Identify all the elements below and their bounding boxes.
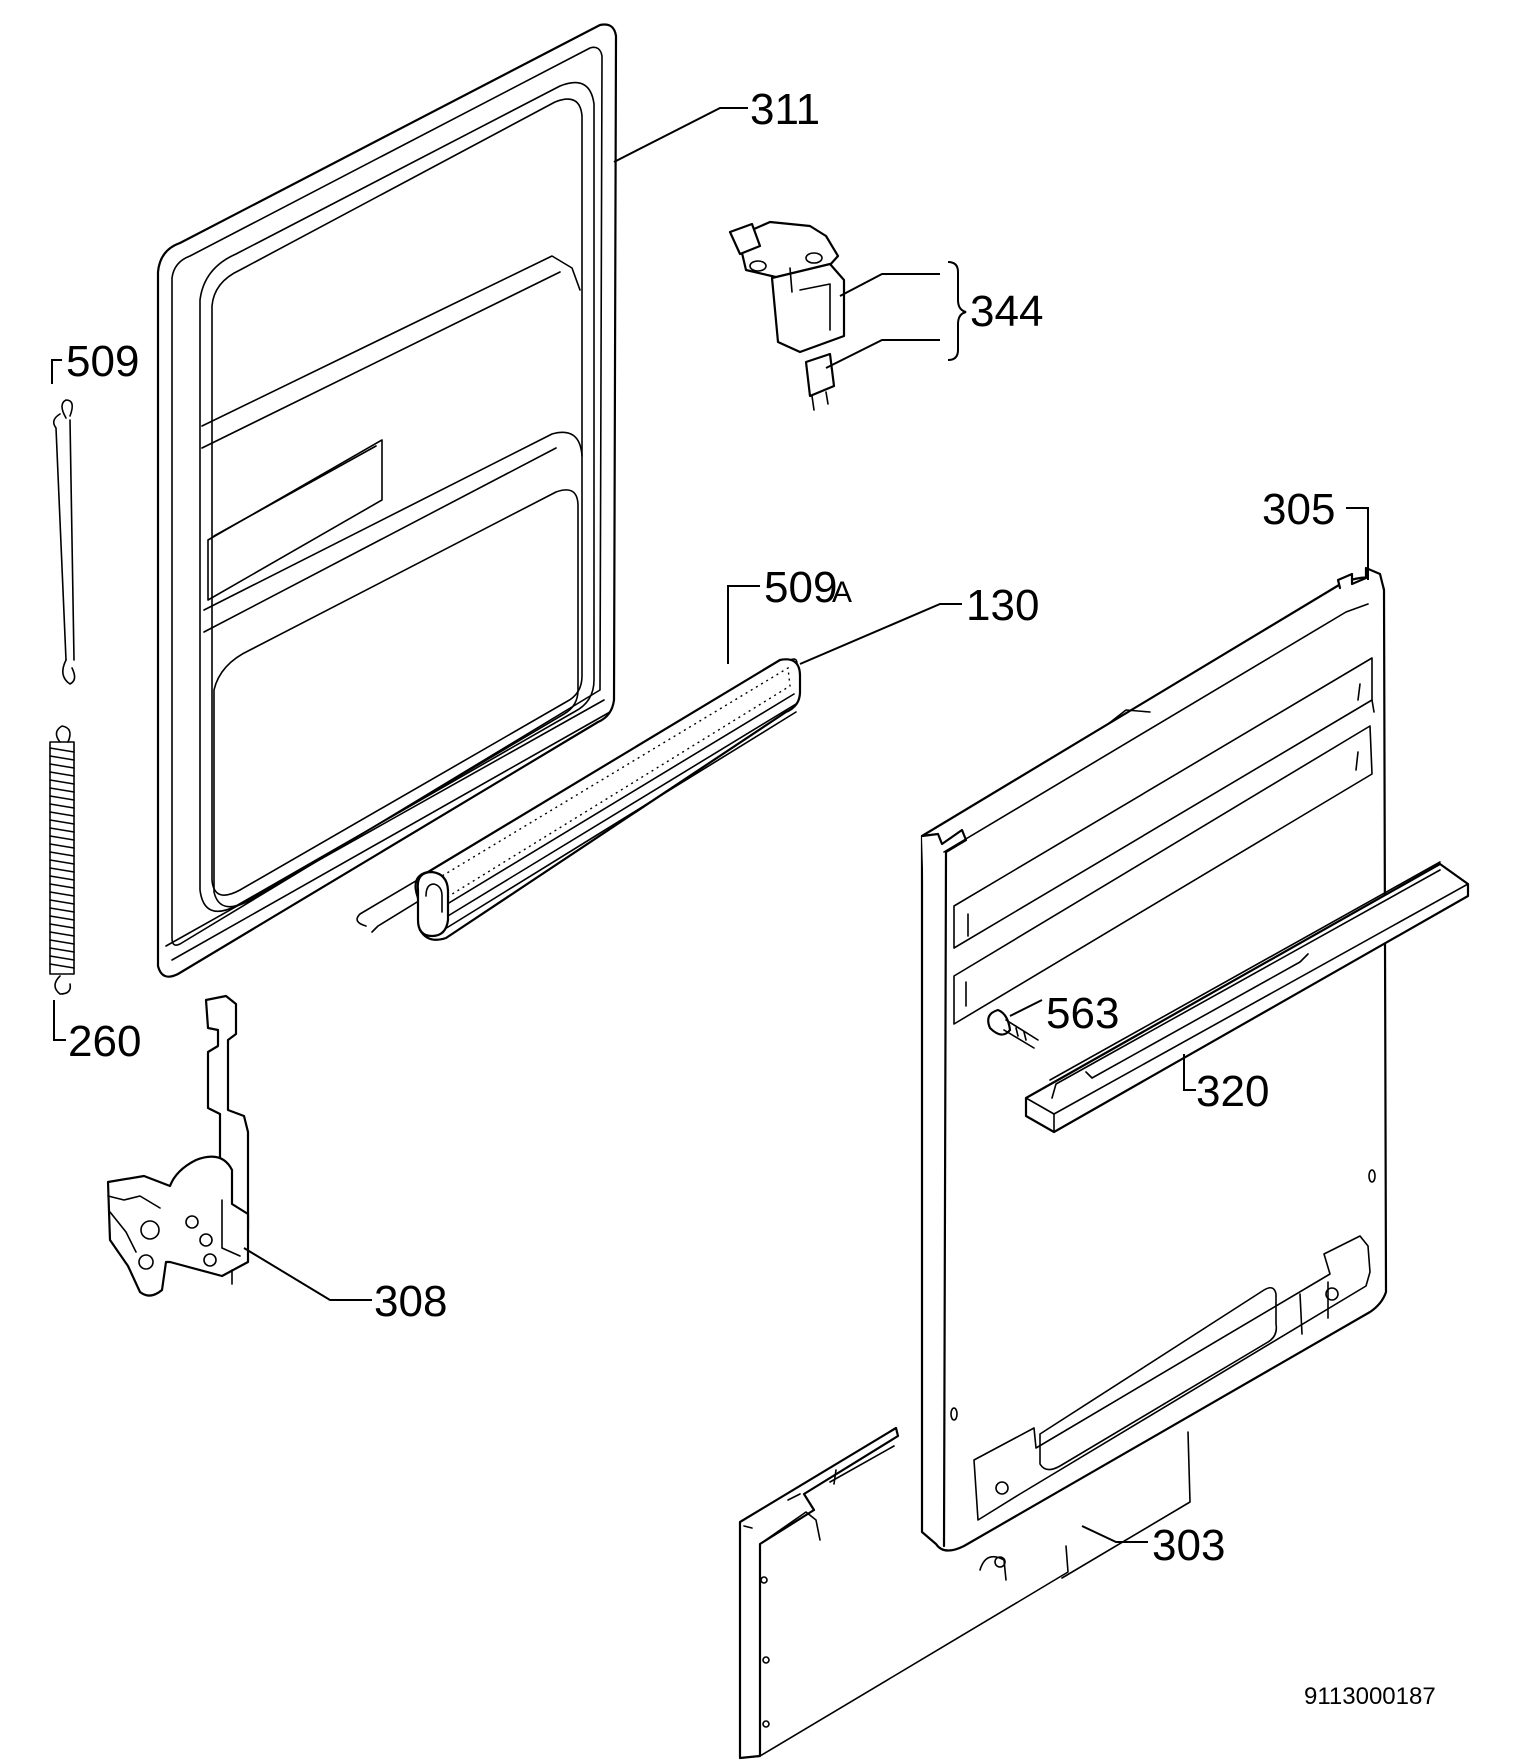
- label-311: 311: [613, 85, 820, 163]
- label-303: 303: [1081, 1521, 1225, 1570]
- svg-text:A: A: [832, 576, 852, 609]
- svg-text:344: 344: [970, 287, 1043, 336]
- document-id: 9113000187: [1304, 1683, 1436, 1710]
- svg-text:311: 311: [750, 85, 820, 134]
- screw-563: [987, 1008, 1039, 1049]
- svg-text:320: 320: [1196, 1067, 1269, 1116]
- svg-text:130: 130: [966, 581, 1039, 630]
- svg-text:303: 303: [1152, 1521, 1225, 1570]
- label-509a: 509 A: [727, 563, 852, 664]
- label-344: 344: [825, 261, 1043, 369]
- label-260: 260: [53, 1000, 141, 1066]
- svg-text:509: 509: [66, 337, 139, 386]
- label-130: 130: [799, 581, 1039, 665]
- handle-strip-320: [1024, 861, 1470, 1134]
- label-509: 509: [51, 337, 139, 386]
- svg-text:308: 308: [374, 1277, 447, 1326]
- label-305: 305: [1262, 485, 1369, 580]
- hinge-308: [106, 994, 250, 1297]
- svg-text:305: 305: [1262, 485, 1335, 534]
- label-308: 308: [243, 1247, 447, 1326]
- door-lock-assembly: [728, 220, 846, 411]
- label-563: 563: [1009, 989, 1119, 1038]
- label-320: 320: [1183, 1054, 1269, 1116]
- lower-plinth-panel: [738, 1426, 1191, 1760]
- spring-260: [49, 725, 75, 995]
- svg-text:509: 509: [764, 563, 837, 612]
- door-seal-130: [414, 658, 802, 941]
- svg-text:260: 260: [68, 1017, 141, 1066]
- svg-text:563: 563: [1046, 989, 1119, 1038]
- inner-door-panel: [156, 23, 618, 978]
- hook-rod-509: [52, 399, 76, 685]
